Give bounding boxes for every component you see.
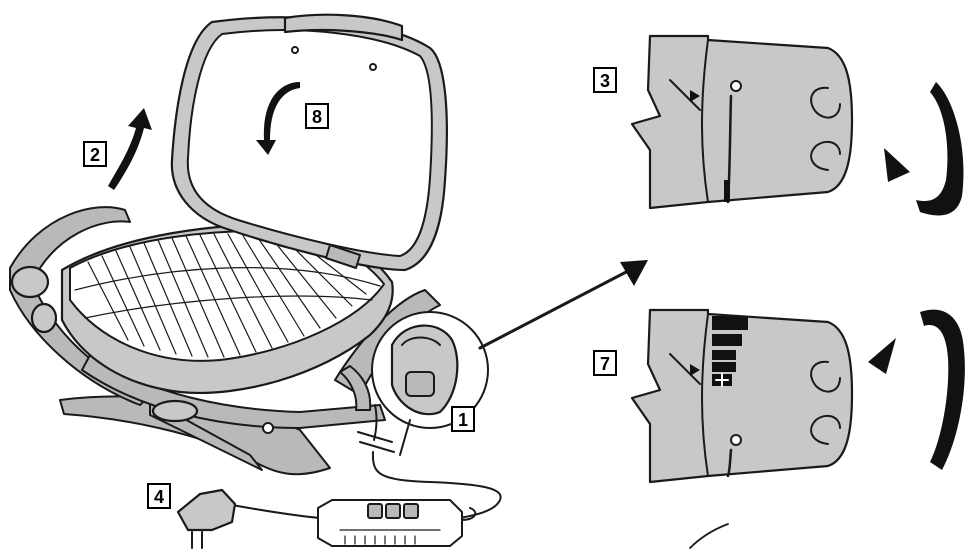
step-label-3: 3 (593, 67, 617, 93)
rotate-arrow-icon (868, 309, 965, 470)
grill-illustration (9, 13, 448, 476)
rotate-arrow-icon (108, 108, 152, 190)
svg-text:2: 2 (90, 145, 100, 165)
step-label-7: 7 (593, 350, 617, 376)
step-label-2: 2 (83, 141, 107, 167)
svg-text:4: 4 (154, 487, 164, 507)
control-knob-icon (630, 34, 854, 210)
step-label-1: 1 (451, 406, 475, 432)
grate-bars (74, 233, 381, 358)
svg-text:1: 1 (458, 410, 468, 430)
svg-text:7: 7 (600, 354, 610, 374)
control-knob-callout (357, 311, 502, 519)
control-knob-icon (630, 308, 854, 484)
rotate-arrow-icon (884, 82, 964, 216)
svg-text:8: 8 (312, 107, 322, 127)
rotate-arrow-icon (256, 82, 300, 155)
step-label-4: 4 (147, 483, 171, 509)
pointer-arrow-icon (478, 260, 648, 350)
power-cord-icon (176, 488, 477, 549)
svg-text:3: 3 (600, 71, 610, 91)
step-label-8: 8 (305, 103, 329, 129)
